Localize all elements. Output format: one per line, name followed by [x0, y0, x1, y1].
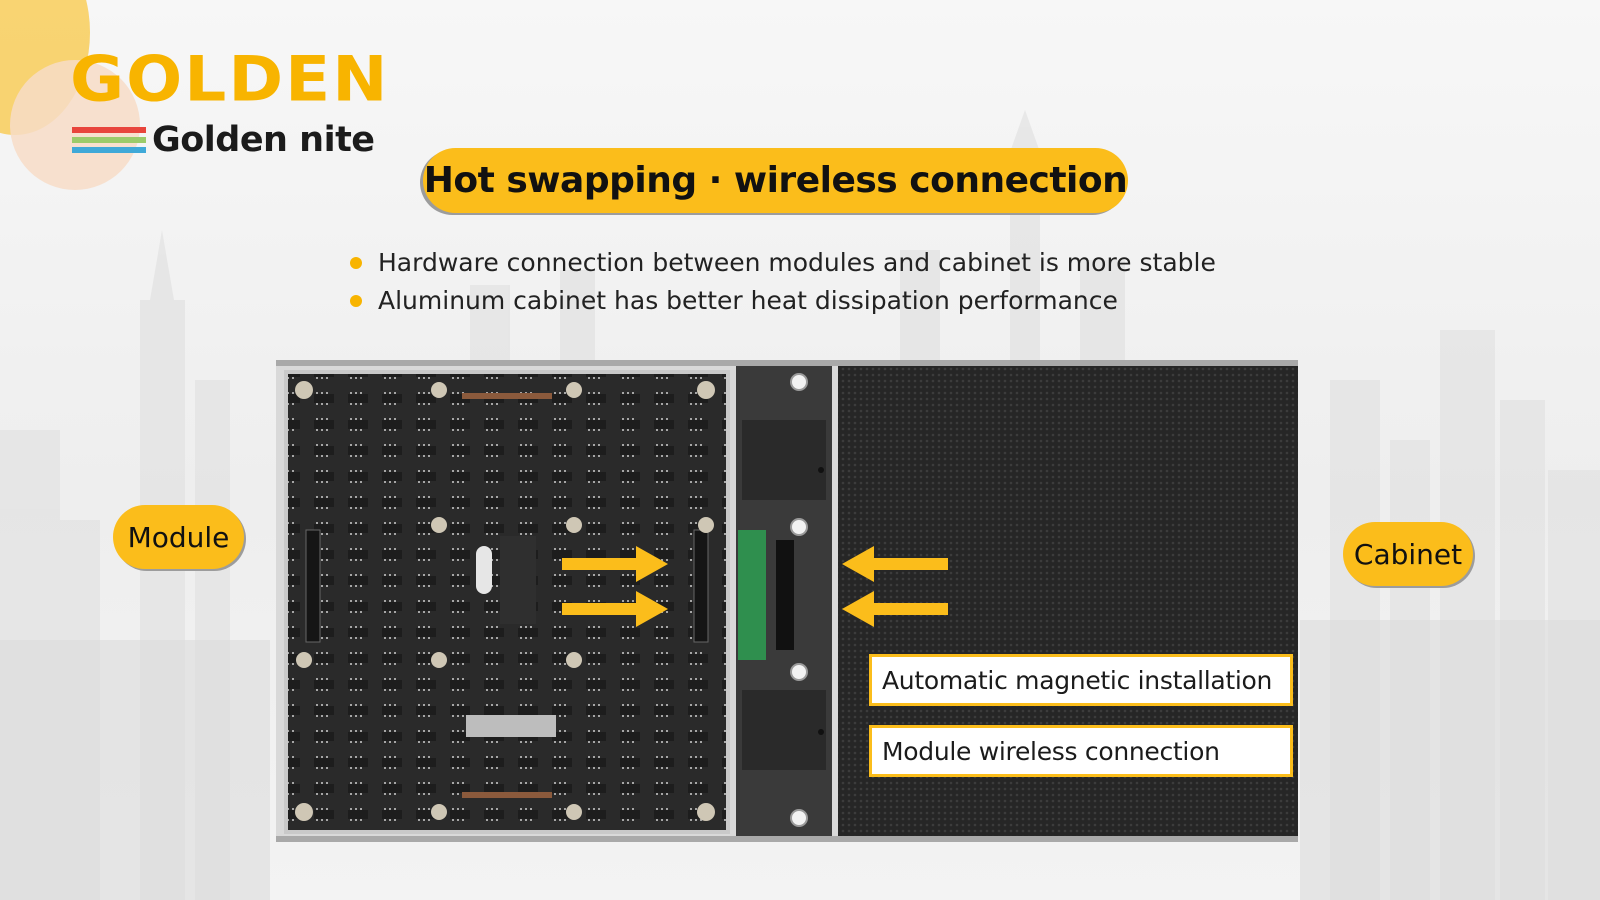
title-banner: Hot swapping · wireless connection — [423, 148, 1128, 213]
callout-wireless-connection: Module wireless connection — [869, 725, 1293, 777]
module-cabinet-photo — [276, 360, 1298, 842]
bullet-text: Aluminum cabinet has better heat dissipa… — [378, 286, 1118, 315]
arrow-left-icon — [842, 591, 948, 627]
bullet-dot-icon — [350, 256, 362, 269]
arrow-left-icon — [842, 546, 948, 582]
logo-stripe-blue — [72, 147, 146, 153]
bullet-item: Hardware connection between modules and … — [350, 248, 1216, 277]
brand-wordmark: GOLDEN — [70, 42, 390, 116]
page-title: Hot swapping · wireless connection — [423, 160, 1128, 201]
arrow-right-icon — [562, 546, 668, 582]
decor-circle-peach — [10, 60, 140, 190]
bullet-text: Hardware connection between modules and … — [378, 248, 1216, 277]
arrows — [562, 546, 948, 627]
callout-magnetic-installation: Automatic magnetic installation — [869, 654, 1293, 706]
bullet-item: Aluminum cabinet has better heat dissipa… — [350, 286, 1118, 315]
logo-stripe-red — [72, 127, 146, 133]
arrow-right-icon — [562, 591, 668, 627]
bullet-dot-icon — [350, 294, 362, 307]
module-pcb — [284, 370, 730, 834]
logo-stripe-green — [72, 137, 146, 143]
cabinet-label: Cabinet — [1343, 522, 1473, 586]
brand-name: Golden nite — [152, 120, 375, 160]
module-label: Module — [113, 505, 244, 569]
